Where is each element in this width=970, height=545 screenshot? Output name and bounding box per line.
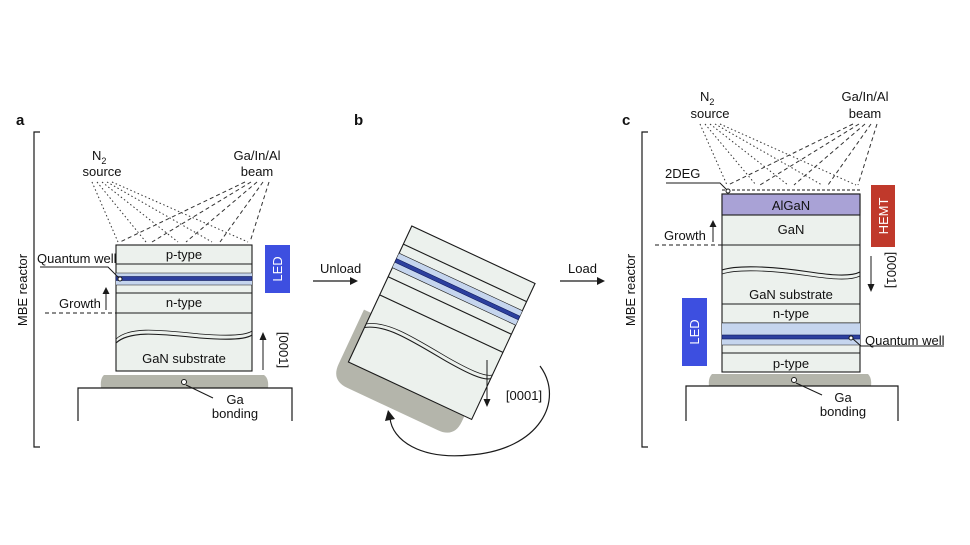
ga-label-c: Ga [834,390,852,405]
layer-ntype-a: n-type [166,295,202,310]
panel-c-letter: c [622,112,630,129]
panel-a: a MBE reactor N2 source Ga/In/Al beam [15,112,293,448]
source-label-a: source [82,164,121,179]
beam-label-c-line2: beam [849,106,882,121]
growth-arrowhead-c [709,220,717,227]
beam-rays-a [119,181,270,243]
reactor-bracket-a [33,131,40,448]
reactor-label-c: MBE reactor [623,253,638,326]
hemt-badge [871,185,895,247]
unload-step: Unload [313,261,361,285]
layer-substrate-c: GaN substrate [749,287,833,302]
quantum-well-marker-c [848,335,854,341]
led-label-a: LED [270,256,285,281]
quantum-well-leader-a [40,266,121,280]
tilted-wafer [336,225,536,433]
led-badge-a [265,245,290,293]
panel-b: b [0001] [336,112,550,457]
panel-b-letter: b [354,112,363,129]
quantum-well-leader-c [852,338,944,347]
ga-bonding-c [708,374,872,386]
sample-holder-a [77,387,293,421]
twodeg-marker [725,188,731,194]
ga-bonding-leader-c [795,382,823,396]
bonding-label-c: bonding [820,404,866,419]
direction-arrowhead-b [483,399,491,407]
ga-bonding-leader-a [185,384,214,399]
beam-label-c-line1: Ga/In/Al [842,89,889,104]
layer-stack-c [721,193,861,373]
twodeg-label: 2DEG [665,166,700,181]
layer-ptype-c: p-type [773,356,809,371]
ga-bonding-marker-a [181,379,187,385]
twodeg-leader [666,182,729,192]
beam-rays-c [727,123,878,186]
ga-bonding-marker-c [791,377,797,383]
reactor-label-a: MBE reactor [15,253,30,326]
layer-stack-a [115,244,253,372]
growth-label-a: Growth [59,296,101,311]
layer-gan-c: GaN [778,222,805,237]
unload-arrowhead [350,277,358,285]
rotation-arrowhead [385,410,395,421]
load-label: Load [568,261,597,276]
source-rays-c [699,123,857,186]
beam-label-a-line2: beam [241,164,274,179]
rotation-arrow [389,365,550,457]
led-badge-c [682,298,707,366]
load-step: Load [560,261,605,285]
reactor-bracket-c [641,131,648,448]
panel-a-letter: a [16,112,25,129]
n2-label-c: N2 [700,89,714,107]
quantum-well-label-c: Quantum well [865,333,945,348]
n2-label-a: N2 [92,148,106,166]
direction-arrowhead-a [259,332,267,340]
quantum-well-label-a: Quantum well [37,251,117,266]
led-label-c: LED [687,319,702,344]
growth-label-c: Growth [664,228,706,243]
sample-holder-c [685,385,899,421]
unload-label: Unload [320,261,361,276]
quantum-well-marker-a [117,276,123,282]
panel-c: c MBE reactor N2 source Ga/In/Al beam 2D… [622,89,945,448]
direction-arrowhead-c [867,284,875,292]
bonding-label-a: bonding [212,406,258,421]
growth-arrowhead-a [102,287,110,294]
source-label-c: source [690,106,729,121]
load-arrowhead [597,277,605,285]
direction-label-b: [0001] [506,388,542,403]
direction-label-a: [0001] [276,332,291,368]
layer-ptype-a: p-type [166,247,202,262]
layer-substrate-a: GaN substrate [142,351,226,366]
layer-algan-c: AlGaN [772,198,810,213]
direction-label-c: [0001] [884,252,899,288]
ga-label-a: Ga [226,392,244,407]
source-rays-a [91,181,249,243]
beam-label-a-line1: Ga/In/Al [234,148,281,163]
layer-ntype-c: n-type [773,306,809,321]
hemt-label: HEMT [876,198,891,235]
